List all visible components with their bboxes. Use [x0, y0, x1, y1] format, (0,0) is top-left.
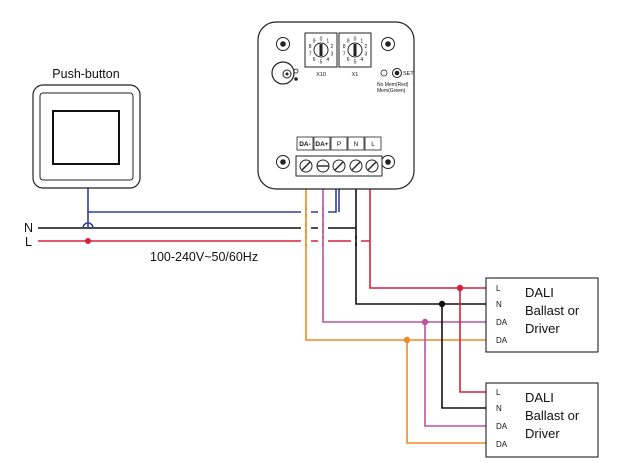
dial10-digit: 4: [326, 57, 329, 63]
terminal-da-minus: DA-: [299, 141, 311, 148]
voltage-label: 100-240V~50/60Hz: [150, 250, 258, 264]
dial10-digit: 7: [309, 51, 312, 57]
da-minus-branch: [406, 340, 488, 444]
terminal-da-plus: DA+: [315, 141, 328, 148]
dial10-digit: 5: [320, 59, 323, 65]
dial10-digit: 8: [309, 44, 312, 50]
rotary-x10-label: X10: [316, 72, 326, 78]
dial1-digit: 7: [343, 51, 346, 57]
dial1-digit: 8: [343, 44, 346, 50]
live-label: L: [25, 235, 32, 249]
neutral-branch: [441, 304, 488, 409]
dial1-digit: 4: [360, 57, 363, 63]
dial1-digit: 6: [347, 57, 350, 63]
l-drop: [369, 172, 488, 289]
dial1-digit: 3: [365, 51, 368, 57]
dial10-digit: 9: [313, 39, 316, 45]
da-plus-drop: [322, 172, 488, 323]
crossings: [82, 207, 361, 246]
ballast-2-pin-da2: DA: [496, 440, 508, 449]
rotary-x1-label: X1: [352, 72, 359, 78]
ballast-2-line2: Ballast or: [525, 408, 580, 423]
dial10-digit: 0: [320, 36, 323, 42]
ballast-2: L N DA DA DALI Ballast or Driver: [485, 382, 599, 458]
terminal-p: P: [337, 141, 341, 148]
ballast-1-pin-n: N: [496, 300, 502, 309]
dial1-digit: 9: [347, 39, 350, 45]
status-line2: Mem(Green): [377, 88, 406, 94]
n-drop: [355, 172, 488, 305]
live-branch: [459, 288, 488, 393]
push-wire: [87, 172, 337, 213]
terminal-screws: [299, 159, 379, 173]
set-label: SET: [403, 71, 414, 77]
dial1-digit: 1: [360, 39, 363, 45]
ballast-1-pin-da2: DA: [496, 336, 508, 345]
status-line1: No Mem(Red): [377, 82, 409, 88]
dial1-digit: 2: [365, 44, 368, 50]
ballast-1-line3: Driver: [525, 321, 560, 336]
ballast-2-line1: DALI: [525, 390, 554, 405]
junctions: [85, 238, 491, 446]
terminal-labels: DA- DA+ P N L: [296, 136, 382, 151]
ballast-1-line2: Ballast or: [525, 303, 580, 318]
da-plus-branch: [424, 322, 488, 427]
dial1-digit: 5: [354, 59, 357, 65]
ballast-1-pin-l: L: [496, 284, 501, 293]
wires: [38, 172, 488, 444]
push-button: Push-button: [32, 67, 141, 189]
terminal-n: N: [354, 141, 359, 148]
dial10-digit: 3: [331, 51, 334, 57]
ballast-2-pin-n: N: [496, 404, 502, 413]
dial10-digit: 2: [331, 44, 334, 50]
ballast-1-line1: DALI: [525, 285, 554, 300]
ballast-2-pin-da1: DA: [496, 422, 508, 431]
ballast-1: L N DA DA DALI Ballast or Driver: [485, 277, 599, 353]
ballast-2-line3: Driver: [525, 426, 560, 441]
dial1-digit: 0: [354, 36, 357, 42]
ballast-2-pin-l: L: [496, 388, 501, 397]
neutral-label: N: [24, 221, 33, 235]
ballast-1-pin-da1: DA: [496, 318, 508, 327]
dial10-digit: 1: [326, 39, 329, 45]
push-button-title: Push-button: [52, 67, 119, 81]
terminal-l: L: [371, 141, 375, 148]
dial10-digit: 6: [313, 57, 316, 63]
